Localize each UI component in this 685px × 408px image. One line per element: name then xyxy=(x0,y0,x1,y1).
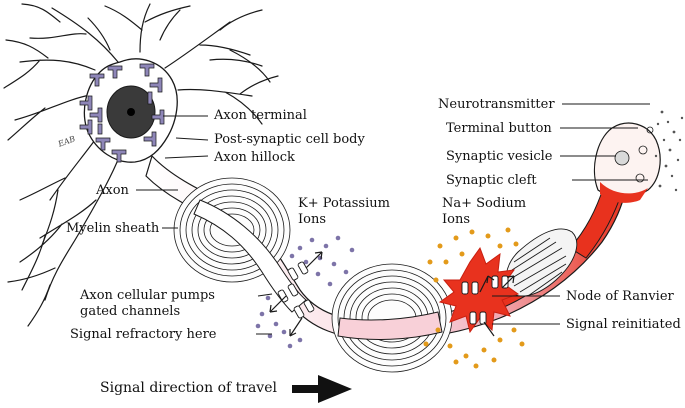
label-neurotransmitter: Neurotransmitter xyxy=(438,97,555,112)
label-axon: Axon xyxy=(96,183,129,198)
label-myelin-sheath: Myelin sheath xyxy=(66,221,160,236)
label-axon-terminal: Axon terminal xyxy=(214,108,307,123)
label-signal-direction: Signal direction of travel xyxy=(100,380,277,396)
label-na-ions: Ions xyxy=(442,212,471,227)
direction-arrow-icon xyxy=(292,375,352,403)
label-na-sodium: Na+ Sodium xyxy=(442,196,527,211)
label-synaptic-vesicle: Synaptic vesicle xyxy=(446,149,553,164)
label-gated-channels: gated channels xyxy=(80,304,181,319)
neurotransmitter-particles xyxy=(654,110,684,192)
nucleolus xyxy=(127,108,135,116)
potassium-ions xyxy=(255,235,355,349)
synaptic-vesicle xyxy=(614,150,630,166)
label-signal-refractory: Signal refractory here xyxy=(70,327,217,342)
label-terminal-button: Terminal button xyxy=(446,121,552,136)
node-of-ranvier-coil xyxy=(505,228,578,297)
label-axon-cellular-pumps: Axon cellular pumps xyxy=(80,288,215,303)
dendrites xyxy=(3,3,279,327)
label-node-of-ranvier: Node of Ranvier xyxy=(566,289,674,304)
label-post-synaptic-cell-body: Post-synaptic cell body xyxy=(214,132,365,147)
label-k-ions: Ions xyxy=(298,212,327,227)
ion-flow-arrows xyxy=(269,251,515,337)
label-synaptic-cleft: Synaptic cleft xyxy=(446,173,537,188)
potassium-channels xyxy=(277,261,315,319)
label-k-potassium: K+ Potassium xyxy=(298,196,390,211)
label-axon-hillock: Axon hillock xyxy=(214,150,295,165)
signal-burst xyxy=(438,246,520,334)
leader-lines xyxy=(136,103,650,335)
label-signal-reinitiated: Signal reinitiated xyxy=(566,317,681,332)
axon-terminal-receptors xyxy=(79,63,165,163)
